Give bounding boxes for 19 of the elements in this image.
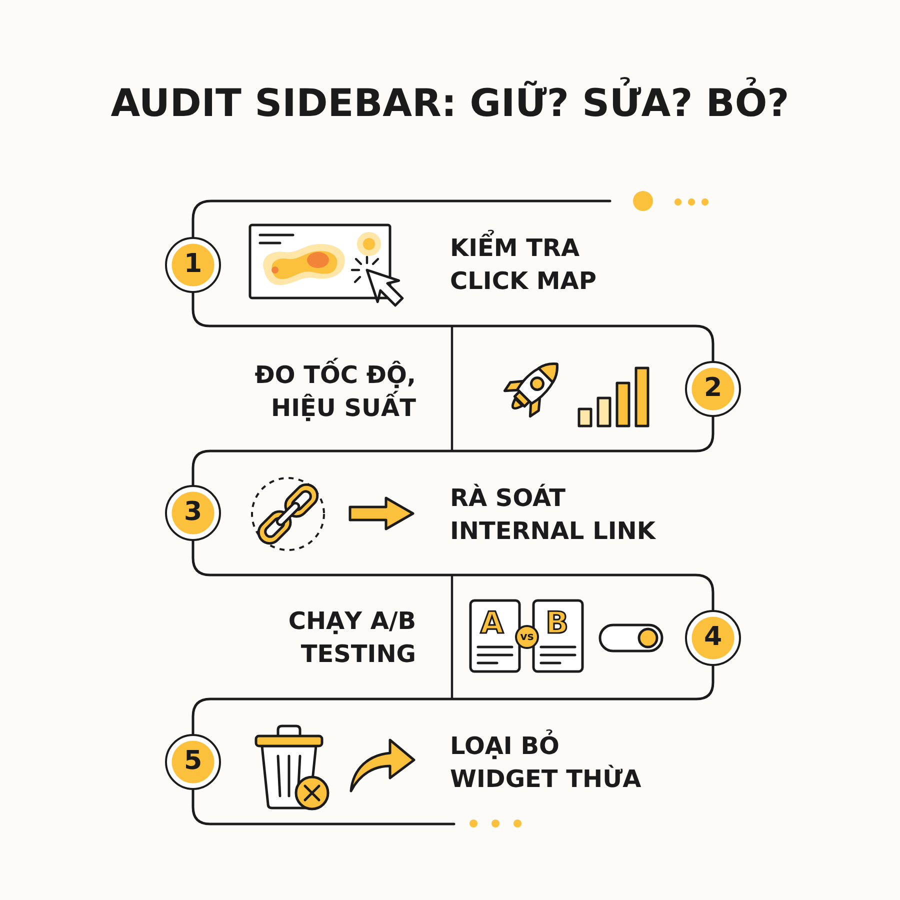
- connector-line: [192, 416, 714, 486]
- step-label: CHẠY A/B TESTING: [287, 606, 416, 670]
- step-label: ĐO TỐC ĐỘ, HIỆU SUẤT: [206, 359, 416, 425]
- step-label: LOẠI BỎ WIDGET THỪA: [450, 730, 650, 796]
- step-number: 1: [165, 237, 221, 293]
- step-number: 2: [685, 361, 741, 417]
- step-number: 4: [685, 610, 741, 666]
- variant-letter: B: [544, 606, 570, 642]
- connector-line: [192, 540, 714, 612]
- step-number: 3: [165, 485, 221, 541]
- step-number: 5: [165, 734, 221, 790]
- connector-line: [192, 664, 714, 736]
- connector-line: [192, 292, 714, 362]
- connector-line: [192, 200, 612, 238]
- step-label: RÀ SOÁT INTERNAL LINK: [450, 482, 657, 547]
- connector-line: [192, 788, 456, 826]
- variant-letter: A: [479, 606, 505, 642]
- title: AUDIT SIDEBAR: GIỮ? SỬA? BỎ?: [110, 78, 790, 128]
- step-label: KIỂM TRA CLICK MAP: [450, 232, 660, 298]
